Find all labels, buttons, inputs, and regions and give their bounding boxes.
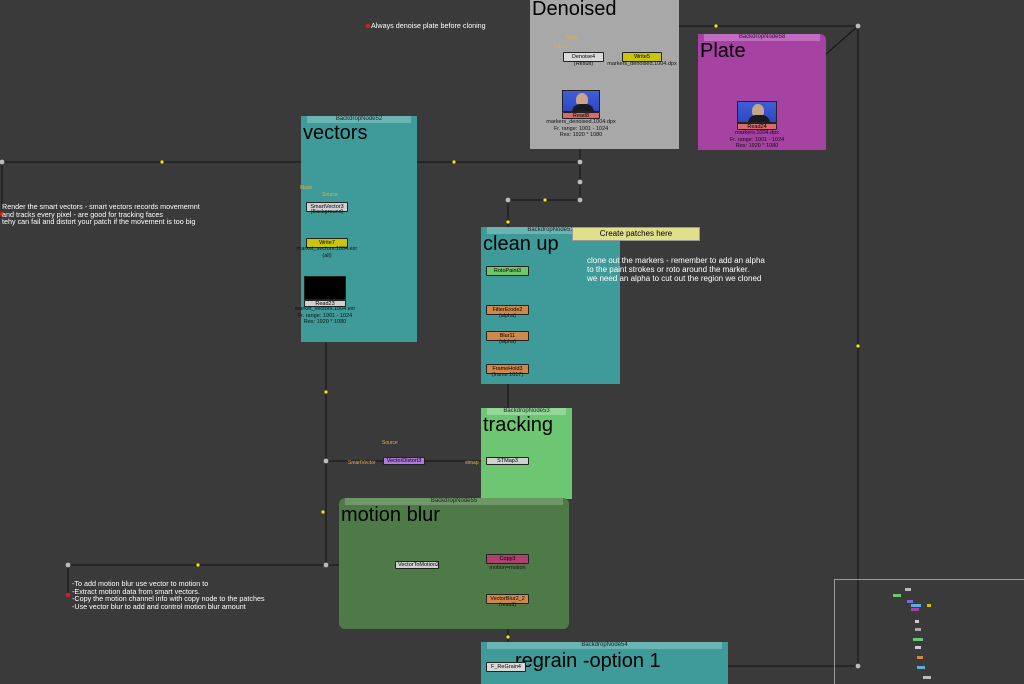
backdrop-label: BackdropNode54: [487, 642, 722, 649]
read-node[interactable]: Read8: [562, 112, 600, 119]
backdrop-label: BackdropNode53: [487, 408, 566, 415]
backdrop-label: BackdropNode55: [345, 498, 563, 505]
sticky-note[interactable]: Create patches here: [572, 227, 700, 241]
note-vectors: Render the smart vectors - smart vectors…: [2, 202, 200, 226]
blur-node-sub: (alpha): [498, 339, 517, 345]
dot: [0, 159, 5, 165]
note-motion-blur: -To add motion blur use vector to motion…: [72, 579, 265, 611]
write-node[interactable]: Write7: [306, 238, 348, 248]
backdrop-title: vectors: [303, 122, 368, 144]
dot: [577, 197, 583, 203]
vectorblur-node-sub: (result): [498, 602, 517, 608]
backdrop-denoised[interactable]: Denoised: [530, 0, 679, 149]
read-thumbnail[interactable]: [737, 101, 777, 123]
port-label-source: Source: [553, 44, 569, 50]
denoise-node-sub: (Result): [573, 61, 594, 67]
backdrop-title: tracking: [483, 414, 554, 436]
backdrop-label: BackdropNode52: [307, 116, 411, 123]
smartvector-node[interactable]: SmartVector3: [306, 202, 348, 212]
framehold-node-sub: (frame 1017): [491, 372, 524, 378]
backdrop-title: Denoised: [532, 0, 617, 20]
dot: [855, 23, 861, 29]
vectorblur-node[interactable]: VectorBlur2_2: [486, 594, 529, 604]
port-label-smartvector: SmartVector: [348, 460, 376, 466]
note-cleanup: clone out the markers - remember to add …: [587, 256, 765, 283]
dot: [505, 197, 511, 203]
dot: [323, 562, 329, 568]
backdrop-title: clean up: [483, 233, 559, 255]
backdrop-plate[interactable]: BackdropNode58 Plate: [698, 34, 826, 150]
read-thumbnail[interactable]: [304, 276, 346, 300]
filtererode-node-sub: (alpha): [498, 313, 517, 319]
dot: [65, 562, 71, 568]
read-node[interactable]: Read23: [304, 300, 346, 307]
vectortomotion-node[interactable]: VectorToMotion2: [395, 561, 439, 569]
dot: [577, 179, 583, 185]
filtererode-node[interactable]: FilterErode2: [486, 305, 529, 315]
note-denoise: Always denoise plate before cloning: [371, 21, 486, 30]
node-graph-minimap[interactable]: [834, 579, 1024, 684]
backdrop-regrain[interactable]: BackdropNode54 regrain -option 1: [481, 642, 728, 684]
read-node[interactable]: Read24: [737, 123, 777, 130]
backdrop-motion-blur[interactable]: BackdropNode55 motion blur: [339, 498, 569, 629]
dot: [577, 159, 583, 165]
smartvector-node-sub: (Background): [310, 209, 344, 215]
port-label-mask: Mask: [566, 35, 578, 41]
port-label-source: Source: [322, 192, 338, 198]
write-node-sub: markers_denoised.1004.dpx: [607, 61, 677, 67]
write-node[interactable]: Write5: [622, 52, 662, 62]
port-label-mask: Mask: [300, 185, 312, 191]
write-node-sub: market_vectors.1004.exr(all): [296, 246, 358, 259]
backdrop-label: BackdropNode58: [704, 34, 820, 41]
backdrop-label: BackdropNode51: [487, 227, 614, 234]
fregrain-node[interactable]: F_ReGrain4: [486, 662, 526, 672]
copy-node-sub: motion=motion: [489, 565, 526, 571]
read-thumbnail[interactable]: [562, 90, 600, 112]
backdrop-title: Plate: [700, 40, 746, 62]
stmap-node[interactable]: STMap3: [486, 457, 529, 465]
backdrop-title: motion blur: [341, 504, 440, 526]
vectordistort-node[interactable]: VectorDistort3: [383, 457, 425, 465]
blur-node[interactable]: Blur11: [486, 331, 529, 341]
framehold-node[interactable]: FrameHold3: [486, 364, 529, 374]
dot: [323, 458, 329, 464]
copy-node[interactable]: Copy3: [486, 554, 529, 564]
backdrop-tracking[interactable]: BackdropNode53 tracking: [481, 408, 572, 499]
rotopaint-node[interactable]: RotoPaint3: [486, 266, 529, 276]
port-label-stmap: stmap: [465, 460, 479, 466]
backdrop-vectors[interactable]: BackdropNode52 vectors: [301, 116, 417, 342]
port-label-source: Source: [382, 440, 398, 446]
denoise-node[interactable]: Denoise4: [563, 52, 604, 62]
dot: [855, 663, 861, 669]
backdrop-title: regrain -option 1: [515, 650, 661, 672]
